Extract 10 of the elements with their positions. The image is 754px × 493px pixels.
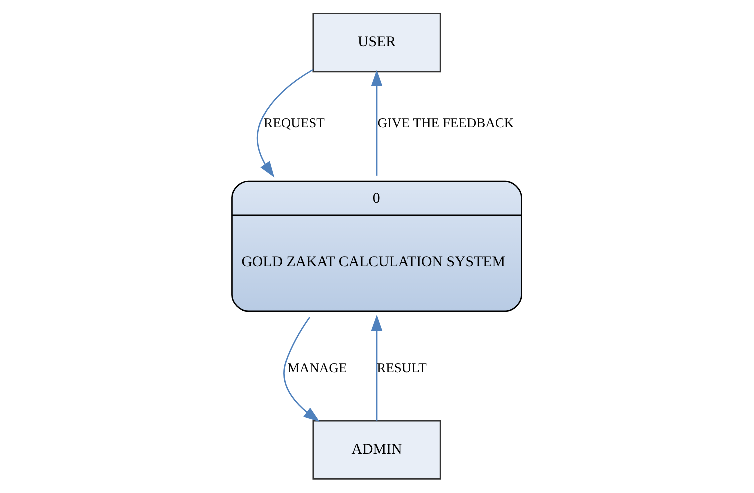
- edge-label: REQUEST: [264, 115, 325, 130]
- node-box: USER: [312, 13, 442, 73]
- node-box: ADMIN: [312, 420, 442, 480]
- arrow: [284, 317, 320, 422]
- arrow: [371, 70, 383, 176]
- edge-label: MANAGE: [288, 360, 348, 376]
- edge-label: GIVE THE FEEDBACK: [378, 115, 514, 130]
- edge-label: RESULT: [377, 360, 427, 376]
- arrow: [256, 69, 314, 178]
- arrow: [371, 314, 383, 421]
